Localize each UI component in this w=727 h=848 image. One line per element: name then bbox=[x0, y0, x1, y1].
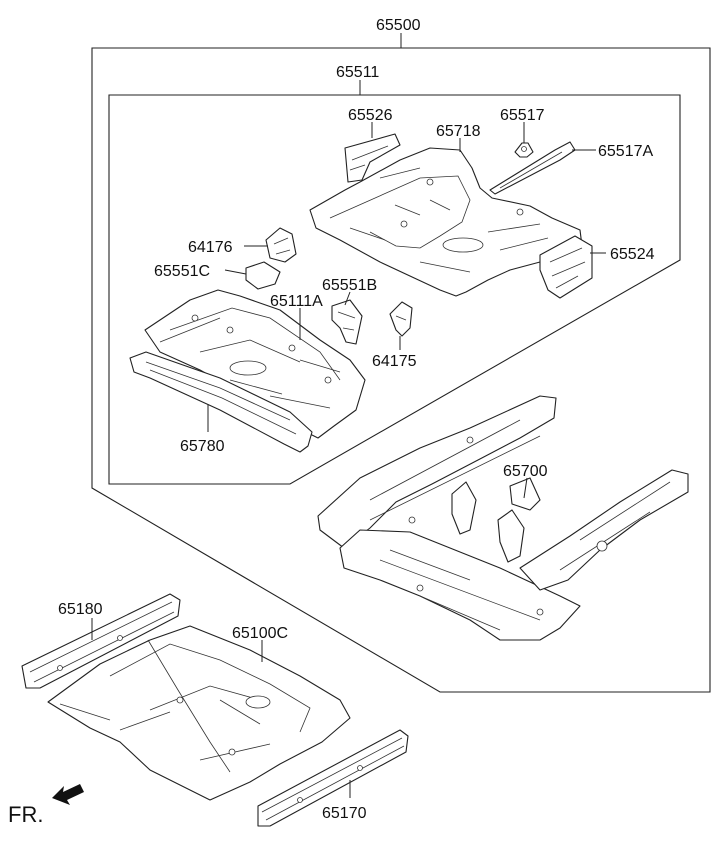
label-65100C: 65100C bbox=[232, 625, 288, 642]
label-65551C: 65551C bbox=[154, 263, 210, 280]
part-65780-cross-member bbox=[129, 351, 313, 453]
label-65780: 65780 bbox=[180, 438, 225, 455]
label-65526: 65526 bbox=[348, 107, 393, 124]
part-65718-rear-floor-pan bbox=[309, 147, 583, 297]
part-65100C-front-floor-panel bbox=[47, 625, 351, 801]
part-65517-clip bbox=[514, 142, 534, 158]
leader-lines bbox=[91, 33, 606, 798]
label-65511: 65511 bbox=[336, 64, 379, 81]
label-65170: 65170 bbox=[322, 805, 367, 822]
inner-assembly-frame-65511 bbox=[108, 94, 681, 485]
label-65517: 65517 bbox=[500, 107, 545, 124]
label-64176: 64176 bbox=[188, 239, 233, 256]
label-65551B: 65551B bbox=[322, 277, 377, 294]
part-65524-side-bracket bbox=[539, 235, 593, 299]
front-direction-arrow-icon bbox=[52, 784, 84, 805]
outer-assembly-frame-65500 bbox=[91, 47, 711, 693]
part-65700-rear-frame-assembly bbox=[317, 395, 689, 641]
label-65180: 65180 bbox=[58, 601, 103, 618]
part-65551B-bracket bbox=[331, 299, 363, 345]
label-65700: 65700 bbox=[503, 463, 548, 480]
front-direction-label: FR. bbox=[8, 802, 43, 827]
label-65111A: 65111A bbox=[270, 293, 323, 310]
part-64175-bracket bbox=[389, 301, 413, 337]
part-65517A-rail bbox=[489, 141, 576, 195]
part-65170-side-sill bbox=[257, 729, 409, 827]
label-65718: 65718 bbox=[436, 123, 481, 140]
part-65180-side-sill bbox=[21, 593, 181, 689]
label-65517A: 65517A bbox=[598, 143, 653, 160]
label-64175: 64175 bbox=[372, 353, 417, 370]
part-65551C-plate bbox=[245, 261, 281, 290]
part-65526-bracket bbox=[344, 133, 401, 183]
label-65524: 65524 bbox=[610, 246, 655, 263]
part-64176-bracket bbox=[265, 227, 297, 263]
label-65500: 65500 bbox=[376, 17, 421, 34]
